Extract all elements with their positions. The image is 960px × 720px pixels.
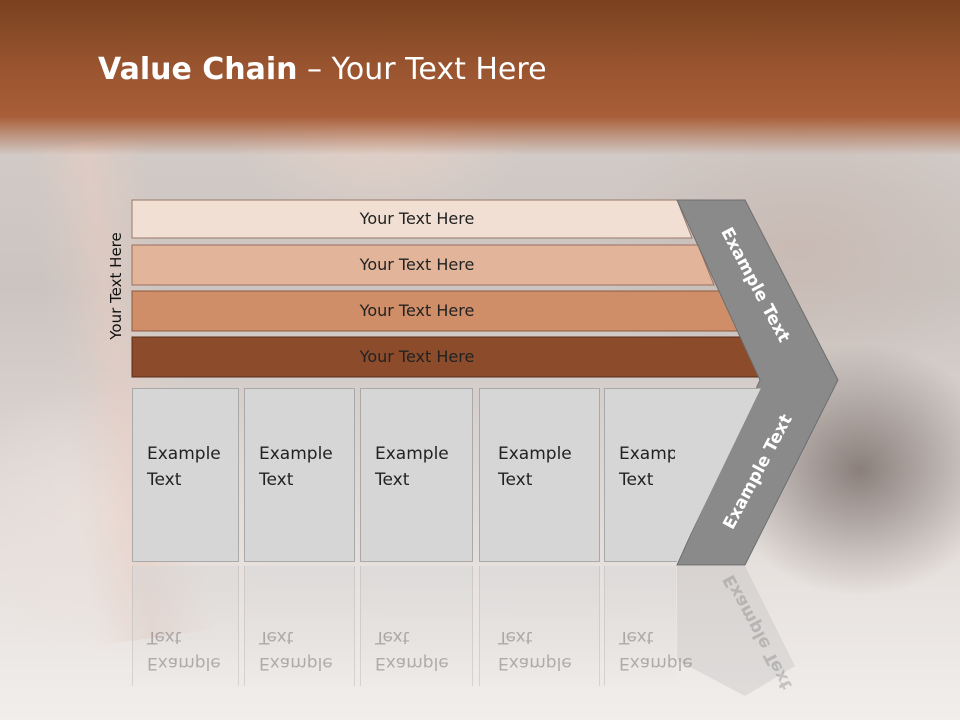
box-4-line1: Example xyxy=(498,444,572,464)
box-5-reflection-line2: Text xyxy=(619,627,654,647)
box-5-reflection-line1: Example xyxy=(619,653,693,673)
box-5-reflection-text: Example Text xyxy=(619,624,693,676)
band-1-label: Your Text Here xyxy=(359,209,475,228)
box-4-reflection-line1: Example xyxy=(498,653,572,673)
box-1-line2: Text xyxy=(147,470,182,490)
box-3-line2: Text xyxy=(375,470,410,490)
box-3-line1: Example xyxy=(375,444,449,464)
band-3-label: Your Text Here xyxy=(359,301,475,320)
band-4-label: Your Text Here xyxy=(359,347,475,366)
title-bar xyxy=(0,0,960,155)
title-bold: Value Chain xyxy=(98,52,298,87)
box-3-reflection-line2: Text xyxy=(375,627,410,647)
box-4-reflection-line2: Text xyxy=(498,627,533,647)
box-1-reflection: Example Text xyxy=(132,566,239,686)
box-1-reflection-line2: Text xyxy=(147,627,182,647)
box-2-line2: Text xyxy=(259,470,294,490)
box-5-line2: Text xyxy=(619,470,654,490)
title-rest: – Your Text Here xyxy=(297,52,547,87)
box-5-line1: Example xyxy=(619,444,693,464)
box-2-reflection-line2: Text xyxy=(259,627,294,647)
box-2-reflection: Example Text xyxy=(244,566,355,686)
box-2-reflection-text: Example Text xyxy=(259,624,333,676)
box-4-reflection: Example Text xyxy=(479,566,600,686)
box-4-line2: Text xyxy=(498,470,533,490)
box-1-reflection-line1: Example xyxy=(147,653,221,673)
box-1-line1: Example xyxy=(147,444,221,464)
box-2-line1: Example xyxy=(259,444,333,464)
activity-box-5-slant xyxy=(675,388,761,562)
box-3-reflection-text: Example Text xyxy=(375,624,449,676)
box-3-reflection: Example Text xyxy=(360,566,473,686)
page-title: Value Chain – Your Text Here xyxy=(98,52,547,87)
box-3-reflection-line1: Example xyxy=(375,653,449,673)
band-2-label: Your Text Here xyxy=(359,255,475,274)
box-5-reflection: Example Text xyxy=(604,566,693,686)
box-2-reflection-line1: Example xyxy=(259,653,333,673)
box-1-reflection-text: Example Text xyxy=(147,624,221,676)
box-4-reflection-text: Example Text xyxy=(498,624,572,676)
